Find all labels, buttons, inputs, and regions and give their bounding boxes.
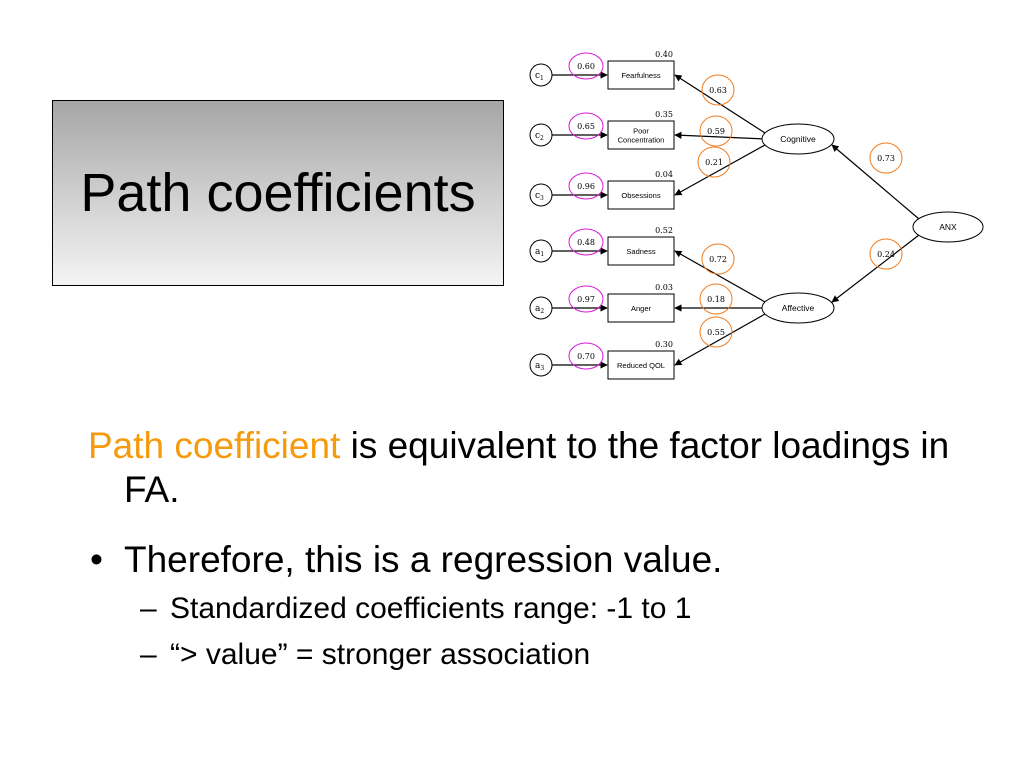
error-term-label: c2	[535, 131, 544, 142]
error-loading-highlight-circle	[568, 228, 604, 256]
error-loading-value: 0.96	[577, 182, 595, 191]
factor-loading-value: 0.55	[707, 328, 725, 337]
sem-path-diagram: c1 Fearfulness 0.40 0.60 c2 PoorConcentration…	[529, 50, 984, 380]
factor-loading-value: 0.21	[705, 158, 723, 167]
error-term-circle	[529, 296, 553, 320]
indicator-box	[607, 60, 675, 90]
factor-loading-value: 0.59	[707, 127, 725, 136]
error-loading-value: 0.97	[577, 295, 595, 304]
highlight-term: Path coefficient	[88, 425, 341, 466]
anx-cognitive-highlight-circle	[869, 142, 903, 174]
cognitive-factor-label: Cognitive	[780, 134, 816, 144]
indicator-box	[607, 293, 675, 323]
error-term-label: a2	[535, 304, 544, 315]
sub-item-text: “> value” = stronger association	[170, 638, 591, 671]
sub-item-association: – “> value” = stronger association	[88, 636, 988, 674]
anx-affective-highlight-circle	[869, 238, 903, 270]
anx-cognitive-path	[831, 144, 920, 220]
affective-factor-label: Affective	[782, 303, 815, 313]
slide-body: Path coefficient is equivalent to the fa…	[88, 424, 988, 674]
anx-affective-path	[831, 234, 920, 303]
factor-loading-value: 0.63	[709, 86, 727, 95]
factor-loading-highlight-circle	[699, 115, 733, 147]
anx-factor-ellipse	[912, 211, 984, 243]
factor-loading-highlight-circle	[697, 146, 731, 178]
indicator-label: Anger	[631, 304, 652, 313]
indicator-label: Concentration	[618, 136, 665, 145]
error-loading-highlight-circle	[568, 342, 604, 370]
factor-loading-path	[674, 250, 766, 303]
cognitive-factor-ellipse	[761, 123, 835, 155]
definition-text: is equivalent to the factor loadings in …	[124, 425, 950, 510]
indicator-label: Fearfulness	[621, 71, 660, 80]
indicator-box	[607, 180, 675, 210]
r-squared-value: 0.04	[655, 170, 673, 179]
error-term-circle	[529, 63, 553, 87]
factor-loading-highlight-circle	[699, 283, 733, 315]
r-squared-value: 0.03	[655, 283, 673, 292]
error-term-circle	[529, 353, 553, 377]
error-term-label: c1	[535, 71, 544, 82]
indicator-box	[607, 350, 675, 380]
affective-factor-ellipse	[761, 292, 835, 324]
anx-affective-value: 0.24	[877, 250, 895, 259]
error-loading-value: 0.60	[577, 62, 595, 71]
sub-marker: –	[140, 592, 157, 625]
error-term-label: a1	[535, 247, 544, 258]
slide-title: Path coefficients	[80, 163, 476, 223]
factor-loading-path	[674, 313, 766, 366]
bullet-marker: •	[90, 539, 103, 580]
factor-loading-highlight-circle	[701, 74, 735, 106]
sub-marker: –	[140, 638, 157, 671]
factor-loading-highlight-circle	[699, 316, 733, 348]
error-loading-value: 0.48	[577, 238, 595, 247]
anx-cognitive-value: 0.73	[877, 154, 895, 163]
sub-item-range: – Standardized coefficients range: -1 to…	[88, 590, 988, 628]
indicator-box	[607, 120, 675, 150]
factor-loading-path	[674, 144, 766, 196]
error-loading-highlight-circle	[568, 285, 604, 313]
bullet-item: • Therefore, this is a regression value.	[88, 538, 988, 582]
error-term-circle	[529, 239, 553, 263]
indicator-label: Poor	[633, 127, 649, 136]
r-squared-value: 0.35	[655, 110, 673, 119]
title-box: Path coefficients	[52, 100, 504, 286]
bullet-text: Therefore, this is a regression value.	[124, 539, 723, 580]
r-squared-value: 0.52	[655, 226, 673, 235]
factor-loading-path	[674, 131, 766, 140]
sub-item-text: Standardized coefficients range: -1 to 1	[170, 592, 692, 625]
error-term-circle	[529, 123, 553, 147]
error-term-label: a3	[535, 361, 544, 372]
anx-factor-label: ANX	[939, 222, 957, 232]
factor-loading-value: 0.72	[709, 255, 727, 264]
indicator-label: Reduced QOL	[617, 361, 665, 370]
indicator-label: Sadness	[626, 247, 655, 256]
error-loading-highlight-circle	[568, 172, 604, 200]
error-loading-highlight-circle	[568, 112, 604, 140]
error-loading-value: 0.70	[577, 352, 595, 361]
factor-loading-highlight-circle	[701, 243, 735, 275]
r-squared-value: 0.40	[655, 50, 673, 59]
factor-loading-value: 0.18	[707, 295, 725, 304]
error-loading-value: 0.65	[577, 122, 595, 131]
error-term-label: c3	[535, 191, 544, 202]
factor-loading-path	[674, 74, 766, 134]
indicator-box	[607, 236, 675, 266]
r-squared-value: 0.30	[655, 340, 673, 349]
indicator-label: Obsessions	[621, 191, 660, 200]
error-term-circle	[529, 183, 553, 207]
definition-paragraph: Path coefficient is equivalent to the fa…	[88, 424, 988, 512]
error-loading-highlight-circle	[568, 52, 604, 80]
